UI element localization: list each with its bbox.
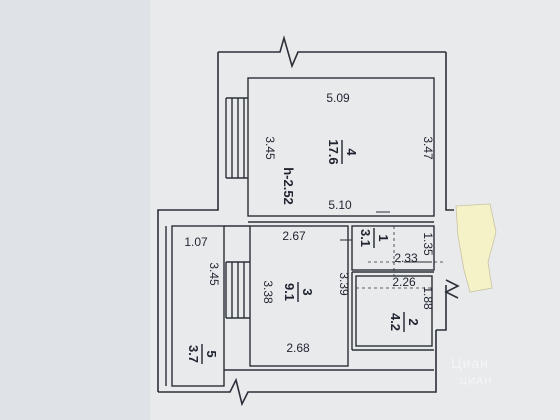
room1-area: 3.1 [358, 229, 373, 247]
inner-walls [165, 77, 446, 387]
bottom-break-line [158, 330, 437, 407]
room3-outline [249, 225, 349, 367]
room4-label: 4 17.6 [326, 139, 359, 164]
dim-balcony-width: 1.07 [184, 235, 208, 249]
room1-number: 1 [376, 234, 391, 241]
dim-hall-width: 2.33 [394, 251, 418, 265]
balcony-outline [171, 225, 225, 387]
right-break-line [444, 279, 460, 299]
room2-area: 4.2 [388, 313, 403, 331]
dim-room3-bottom: 2.68 [286, 341, 310, 355]
dim-bath-top: 2.26 [392, 275, 416, 289]
room1-label: 1 3.1 [358, 228, 391, 248]
dim-room3-left: 3.38 [261, 280, 275, 304]
room4-area: 17.6 [326, 139, 341, 164]
dim-bath-side: 1.88 [421, 286, 435, 310]
watermark-brand: Циан [451, 355, 489, 371]
sticky-tag [455, 203, 497, 293]
top-break-line [218, 35, 446, 69]
room5-label: 5 3.7 [186, 344, 219, 364]
right-outer-wall-lower [436, 285, 447, 331]
dim-room4-bottom: 5.10 [328, 198, 352, 212]
room5-area: 3.7 [186, 345, 201, 363]
room3-number: 3 [300, 288, 315, 295]
room4-outline [247, 77, 435, 217]
room1-outline [351, 225, 435, 271]
dim-balcony-length: 3.45 [207, 262, 221, 286]
dim-room3-top: 2.67 [282, 229, 306, 243]
dim-room4-right: 3.47 [421, 136, 435, 160]
dim-room3-right: 3.39 [337, 272, 351, 296]
room3-label: 3 9.1 [282, 282, 315, 302]
room4-number: 4 [344, 148, 359, 156]
room5-number: 5 [204, 350, 219, 357]
room2-label: 2 4.2 [388, 312, 421, 332]
watermark-line2: ЦИАН [460, 376, 492, 387]
right-outer-wall [445, 52, 454, 211]
dim-room4-top: 5.09 [326, 91, 350, 105]
dim-hall-side: 1.35 [421, 232, 435, 256]
room3-area: 9.1 [282, 283, 297, 301]
ceiling-height-label: h-2.52 [281, 167, 296, 205]
outer-walls [157, 35, 460, 407]
room2-number: 2 [406, 318, 421, 325]
paper-left-band [0, 0, 150, 420]
dimension-labels: 5.09 3.45 3.47 5.10 h-2.52 2.67 3.38 3.3… [184, 91, 435, 355]
dim-room4-left: 3.45 [263, 136, 277, 160]
left-outer-wall [157, 52, 219, 392]
